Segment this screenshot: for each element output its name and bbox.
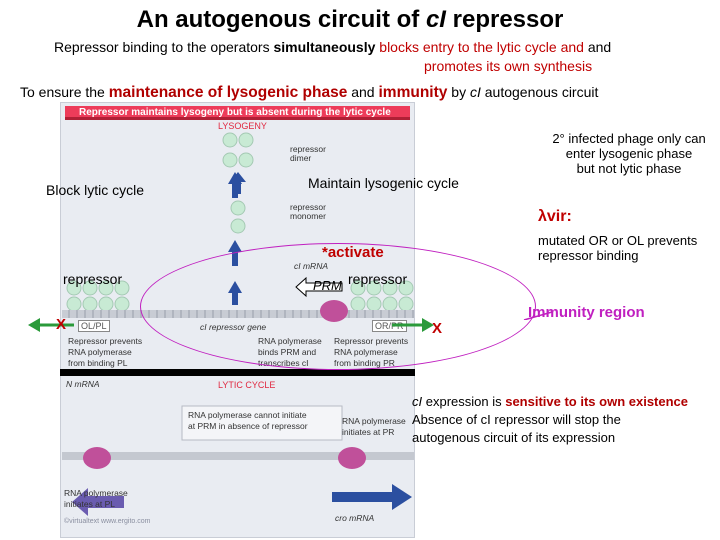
prm-note: RNA polymerase cannot initiate at PRM in…	[188, 410, 308, 431]
expression-line: autogenous circuit of its expression	[412, 430, 616, 445]
right-arrow-head	[392, 484, 412, 510]
immunity-region-label: Immunity region	[528, 304, 645, 321]
rna-polymerase	[338, 447, 366, 469]
repressor-subunit	[238, 152, 254, 168]
dimer-label: repressor dimer	[290, 144, 326, 163]
maint-part: by	[447, 84, 470, 100]
immunity-region-ellipse	[140, 243, 536, 370]
expression-line: Absence of cI repressor will stop the	[412, 412, 621, 427]
maint-part: autogenous circuit	[480, 84, 599, 100]
repressor-subunit	[238, 132, 254, 148]
immunity-pointer	[523, 311, 553, 320]
figure-banner-shadow	[65, 117, 410, 120]
expression-ci: cI	[412, 394, 423, 409]
secondary-line: but not lytic phase	[576, 161, 682, 176]
left-block-arrow-icon	[28, 318, 74, 332]
lambda-vir-line: repressor binding	[538, 248, 639, 263]
up-arrow-stem	[235, 180, 241, 194]
repressor-left-label: repressor	[63, 271, 123, 287]
subtitle-and: and	[583, 39, 612, 55]
subtitle: Repressor binding to the operators simul…	[54, 38, 684, 76]
lytic-cycle-label: LYTIC CYCLE	[218, 380, 276, 390]
maint-part: To ensure the	[20, 84, 109, 100]
right-block-arrow-icon	[392, 318, 434, 332]
left-repression-note: Repressor prevents RNA polymerase from b…	[68, 336, 143, 368]
maint-part: and	[347, 84, 379, 100]
lambda-vir-line: mutated OR or OL prevents	[538, 233, 698, 248]
n-mrna-label: N mRNA	[66, 379, 100, 389]
figure-divider	[60, 369, 415, 376]
expression-text: expression is	[422, 394, 506, 409]
title-text-end: repressor	[445, 6, 564, 33]
pr-note: RNA polymerase initiates at PR	[342, 416, 406, 437]
secondary-line: 2° infected phage only can	[552, 131, 706, 146]
expression-highlight: sensitive to its own existence	[505, 394, 689, 409]
cro-mrna-label: cro mRNA	[335, 513, 375, 523]
expression-note: cI expression is sensitive to its own ex…	[412, 393, 720, 447]
repressor-subunit	[222, 132, 238, 148]
repressor-subunit	[230, 200, 246, 216]
figure-banner: Repressor maintains lysogeny but is abse…	[65, 106, 410, 120]
maintenance-line: To ensure the maintenance of lysogenic p…	[20, 84, 720, 102]
up-arrow-icon	[228, 172, 242, 184]
ol-pl-box: OL/PL	[78, 320, 110, 332]
repressor-subunit	[222, 152, 238, 168]
lytic-illustration	[62, 405, 414, 516]
title-ci: cI	[425, 6, 446, 33]
block-lytic-label: Block lytic cycle	[46, 182, 145, 198]
up-arrow-icon	[228, 240, 242, 252]
lambda-vir-note: mutated OR or OL prevents repressor bind…	[538, 233, 697, 263]
pl-note: RNA polymerase initiates at PL	[64, 488, 128, 509]
maint-immunity: immunity	[378, 84, 448, 101]
subtitle-bold: simultaneously	[273, 39, 376, 55]
subtitle-part: Repressor binding to the operators	[54, 39, 274, 55]
maintain-lysogenic-label: Maintain lysogenic cycle	[308, 175, 459, 191]
rna-polymerase	[83, 447, 111, 469]
up-arrow-stem	[232, 184, 238, 198]
secondary-infection-note: 2° infected phage only can enter lysogen…	[540, 131, 718, 176]
lambda-vir-heading: λvir:	[538, 208, 572, 225]
right-arrow-stem	[332, 492, 392, 502]
lysogeny-label: LYSOGENY	[218, 121, 267, 131]
repressor-subunit	[230, 218, 246, 234]
subtitle-red: blocks entry to the lytic cycle and	[375, 39, 584, 55]
figure-credit: ©virtualtext www.ergito.com	[64, 518, 151, 525]
left-arrow-icon	[72, 488, 124, 516]
maint-ci: cI	[469, 84, 481, 100]
repressor-illustration	[222, 132, 254, 234]
subtitle-line2: promotes its own synthesis	[424, 58, 593, 74]
left-x-mark: X	[56, 316, 67, 333]
secondary-line: enter lysogenic phase	[565, 146, 693, 161]
right-x-mark: X	[432, 320, 443, 337]
monomer-label: repressor monomer	[290, 202, 326, 221]
maint-lysogenic: maintenance of lysogenic phase	[108, 84, 348, 101]
page-title: An autogenous circuit of cI repressor	[0, 6, 700, 34]
title-text: An autogenous circuit of	[136, 6, 426, 33]
